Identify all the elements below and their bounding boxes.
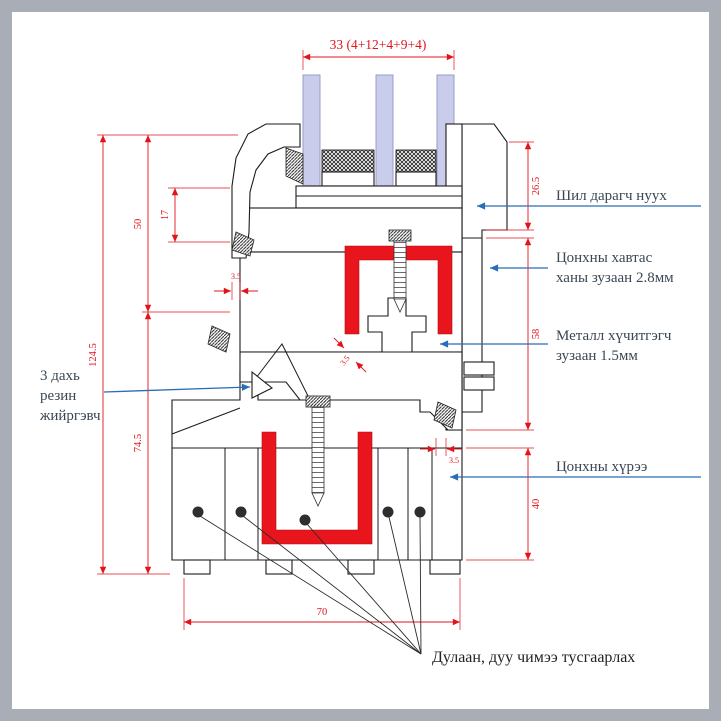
dim-label: 50 (133, 219, 144, 230)
screw-tip (311, 492, 325, 507)
dimensions: 33 (4+12+4+9+4) 26.5 58 40 1 (88, 37, 542, 630)
dim-bottom-width: 70 (183, 578, 461, 630)
annotation-label: Дулаан, дуу чимээ тусгаарлах (432, 649, 635, 666)
gaskets (207, 147, 457, 429)
dim-left-inner: 17 (160, 187, 230, 243)
frame-reinforcement (261, 431, 373, 545)
dimension-line (333, 337, 345, 349)
screws (305, 229, 412, 507)
frame-foot (429, 559, 461, 575)
fan-line (388, 516, 422, 655)
screw-head (388, 229, 412, 242)
annotation-label: зузаан 1.5мм (556, 348, 638, 364)
dim-label: 40 (531, 499, 542, 510)
dim-left-total: 124.5 (88, 135, 142, 575)
fan-line (242, 515, 422, 655)
sash-strut (255, 343, 309, 397)
dim-label: 74.5 (133, 434, 144, 452)
sash-upper-chamber (247, 207, 463, 253)
insulation-dot (382, 506, 394, 518)
dim-label: 58 (531, 329, 542, 340)
dim-right-bottom: 40 (466, 447, 542, 561)
frame-foot (183, 559, 211, 575)
dim-gap-a: 3.5 (214, 272, 258, 300)
technical-drawing (171, 74, 508, 575)
annotation-label: резин (40, 388, 76, 404)
annotation-label: Цонхны хавтас (556, 250, 653, 266)
dim-left-upper: 50 (97, 134, 238, 313)
dim-gap-c: 3.5 (420, 438, 462, 465)
right-gasket (433, 401, 457, 429)
frame-foot (265, 559, 293, 575)
dim-label: 3.5 (449, 456, 459, 465)
dim-label: 33 (4+12+4+9+4) (330, 37, 427, 52)
insulation-dot (235, 506, 247, 518)
annotation-label: ханы зузаан 2.8мм (556, 270, 674, 286)
insulation-dot (192, 506, 204, 518)
annotation-label: Цонхны хүрээ (556, 459, 647, 475)
screw-head (305, 395, 331, 408)
glazing-unit (302, 74, 455, 189)
connector-block (463, 361, 495, 376)
dim-label: 3.5 (231, 272, 241, 281)
screw-tip (393, 298, 407, 313)
annotation-gasket: 3 дахь резин жийргэвч (39, 368, 251, 424)
frame-drainage-slope (171, 407, 241, 435)
glass-pane (375, 74, 394, 189)
glass-pane (302, 74, 321, 189)
dim-right-mid: 58 (466, 237, 542, 431)
dim-label: 70 (317, 607, 328, 618)
insulation-dot (299, 514, 311, 526)
interlock-tee (367, 297, 427, 353)
fan-line (199, 515, 422, 655)
annotation-label: Металл хүчитгэгч (556, 328, 672, 344)
steel-reinforcements (261, 245, 453, 545)
dim-left-lower: 74.5 (133, 312, 170, 575)
frame-foot (347, 559, 375, 575)
screw-shaft (393, 240, 407, 300)
connector-block (463, 376, 495, 391)
upper-screw (388, 229, 412, 313)
annotation-sash-thickness: Цонхны хавтас ханы зузаан 2.8мм (490, 250, 674, 286)
leader-line (103, 383, 251, 393)
dim-label: 17 (160, 210, 171, 220)
glazing-spacer (321, 149, 375, 173)
spacer-support (395, 171, 437, 187)
annotation-frame: Цонхны хүрээ (450, 459, 701, 481)
screw-shaft (311, 406, 325, 494)
third-rubber-gasket (251, 370, 274, 399)
glazing-platform (295, 185, 463, 209)
left-gasket (207, 325, 231, 353)
annotation-glass-stop: Шил дарагч нуух (477, 188, 701, 210)
bead-gasket (231, 231, 255, 257)
annotation-label: жийргэвч (39, 408, 101, 424)
fan-line (306, 523, 422, 655)
cross-section-diagram: 33 (4+12+4+9+4) 26.5 58 40 1 (39, 37, 701, 666)
dim-glazing-total: 33 (4+12+4+9+4) (302, 37, 455, 70)
spacer-support (321, 171, 375, 187)
glass-gasket (285, 147, 304, 185)
lower-screw (305, 395, 331, 507)
dimension-line (355, 361, 367, 373)
annotation-insulation: Дулаан, дуу чимээ тусгаарлах (199, 515, 635, 666)
dim-label: 26.5 (531, 177, 542, 195)
annotation-label: Шил дарагч нуух (556, 188, 667, 204)
sash-reinforcement (344, 245, 453, 335)
dim-right-top: 26.5 (486, 141, 542, 231)
insulation-dots (192, 506, 426, 526)
insulation-dot (414, 506, 426, 518)
glazing-spacer (395, 149, 437, 173)
fan-line (419, 516, 422, 655)
annotations: Шил дарагч нуух Цонхны хавтас ханы зузаа… (39, 188, 701, 666)
annotation-label: 3 дахь (40, 368, 80, 384)
annotation-steel: Металл хүчитгэгч зузаан 1.5мм (440, 328, 672, 364)
dim-label: 124.5 (88, 343, 99, 367)
